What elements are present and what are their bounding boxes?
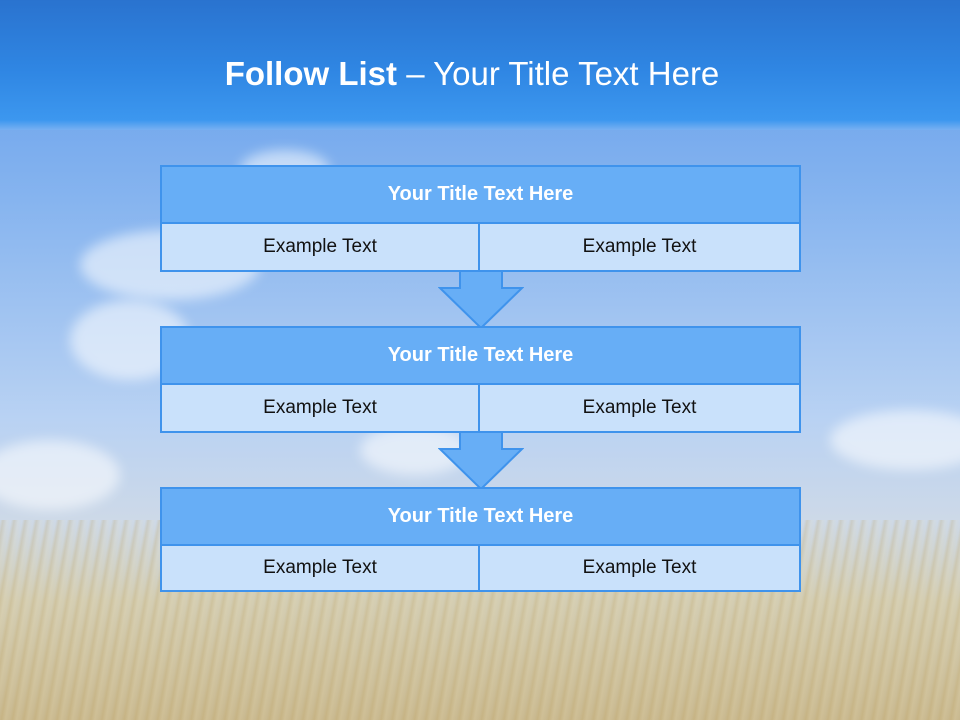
step-left-text: Example Text xyxy=(160,383,480,433)
title-bold: Follow List xyxy=(224,55,398,92)
step-title: Your Title Text Here xyxy=(160,165,801,224)
down-arrow-icon xyxy=(438,431,524,491)
down-arrow-icon xyxy=(438,270,524,330)
step-right-text: Example Text xyxy=(478,222,801,272)
cloud-decoration xyxy=(0,440,120,510)
page-title: Follow List – Your Title Text Here xyxy=(0,55,944,93)
step-right-text: Example Text xyxy=(478,383,801,433)
title-rest: – Your Title Text Here xyxy=(397,55,720,92)
step-left-text: Example Text xyxy=(160,544,480,592)
cloud-decoration xyxy=(830,410,960,470)
step-left-text: Example Text xyxy=(160,222,480,272)
step-title: Your Title Text Here xyxy=(160,487,801,546)
header-bar xyxy=(0,0,960,130)
step-right-text: Example Text xyxy=(478,544,801,592)
step-title: Your Title Text Here xyxy=(160,326,801,385)
